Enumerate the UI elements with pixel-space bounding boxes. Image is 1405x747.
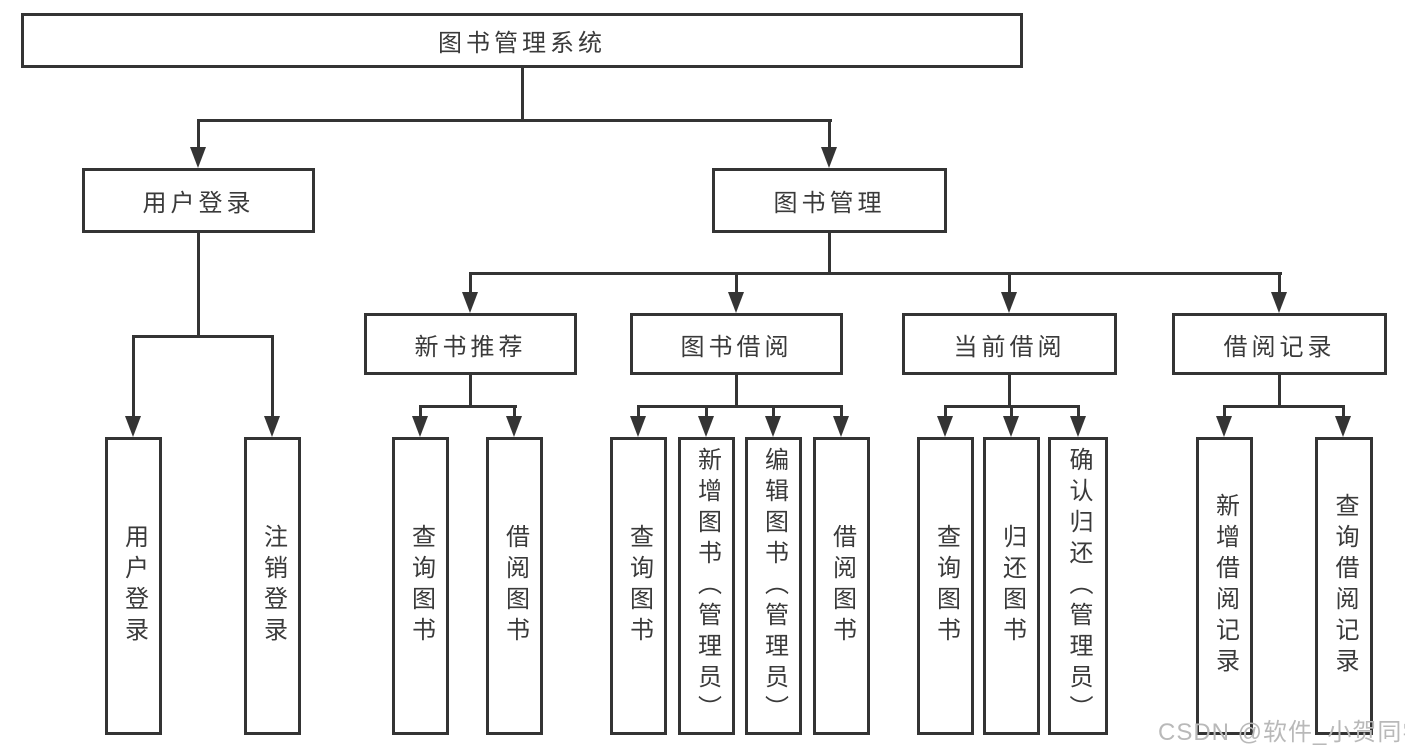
connector-line <box>735 272 738 293</box>
connector-line <box>705 405 708 418</box>
arrow-down-icon <box>698 416 714 437</box>
arrow-down-icon <box>264 416 280 437</box>
connector-line <box>132 335 274 338</box>
connector-line <box>637 405 843 408</box>
connector-line <box>828 119 831 148</box>
connector-line <box>521 68 524 119</box>
leaf-add-borrow-record: 新增借阅记录 <box>1196 437 1253 735</box>
node-user-login: 用户登录 <box>82 168 315 233</box>
leaf-edit-books-admin: 编辑图书（管理员） <box>745 437 802 735</box>
leaf-query-books-current: 查询图书 <box>917 437 974 735</box>
connector-line <box>735 375 738 405</box>
arrow-down-icon <box>821 147 837 168</box>
connector-line <box>419 405 422 418</box>
connector-line <box>419 405 517 408</box>
node-book-borrow: 图书借阅 <box>630 313 843 375</box>
arrow-down-icon <box>1271 292 1287 313</box>
arrow-down-icon <box>630 416 646 437</box>
connector-line <box>1223 405 1226 418</box>
leaf-query-books-borrow: 查询图书 <box>610 437 667 735</box>
leaf-query-books-recommend: 查询图书 <box>392 437 449 735</box>
arrow-down-icon <box>833 416 849 437</box>
connector-line <box>469 375 472 405</box>
leaf-borrow-books: 借阅图书 <box>813 437 870 735</box>
connector-line <box>1342 405 1345 418</box>
connector-line <box>197 119 832 122</box>
node-book-management: 图书管理 <box>712 168 947 233</box>
arrow-down-icon <box>506 416 522 437</box>
node-new-book-recommend: 新书推荐 <box>364 313 577 375</box>
connector-line <box>469 272 1282 275</box>
arrow-down-icon <box>190 147 206 168</box>
leaf-query-borrow-record: 查询借阅记录 <box>1315 437 1373 735</box>
connector-line <box>132 335 135 417</box>
connector-line <box>1008 375 1011 405</box>
arrow-down-icon <box>412 416 428 437</box>
connector-line <box>1077 405 1080 418</box>
connector-line <box>944 405 947 418</box>
leaf-user-login: 用户登录 <box>105 437 162 735</box>
connector-line <box>772 405 775 418</box>
leaf-borrow-books-recommend: 借阅图书 <box>486 437 543 735</box>
connector-line <box>1278 272 1281 293</box>
arrow-down-icon <box>1216 416 1232 437</box>
leaf-return-books: 归还图书 <box>983 437 1040 735</box>
connector-line <box>1278 375 1281 405</box>
arrow-down-icon <box>1070 416 1086 437</box>
arrow-down-icon <box>1001 292 1017 313</box>
arrow-down-icon <box>937 416 953 437</box>
connector-line <box>513 405 516 418</box>
leaf-logout: 注销登录 <box>244 437 301 735</box>
connector-line <box>271 335 274 417</box>
connector-line <box>197 119 200 148</box>
arrow-down-icon <box>462 292 478 313</box>
connector-line <box>1010 405 1013 418</box>
leaf-add-books-admin: 新增图书（管理员） <box>678 437 735 735</box>
arrow-down-icon <box>728 292 744 313</box>
watermark: CSDN @软件_小贺同学 <box>1158 719 1405 746</box>
node-current-borrow: 当前借阅 <box>902 313 1117 375</box>
connector-line <box>197 233 200 335</box>
connector-line <box>840 405 843 418</box>
connector-line <box>469 272 472 293</box>
connector-line <box>828 233 831 272</box>
connector-line <box>637 405 640 418</box>
node-library-system: 图书管理系统 <box>21 13 1023 68</box>
arrow-down-icon <box>125 416 141 437</box>
leaf-confirm-return-admin: 确认归还（管理员） <box>1048 437 1108 735</box>
node-borrow-records: 借阅记录 <box>1172 313 1387 375</box>
arrow-down-icon <box>1003 416 1019 437</box>
connector-line <box>1223 405 1345 408</box>
arrow-down-icon <box>765 416 781 437</box>
arrow-down-icon <box>1335 416 1351 437</box>
connector-line <box>1008 272 1011 293</box>
